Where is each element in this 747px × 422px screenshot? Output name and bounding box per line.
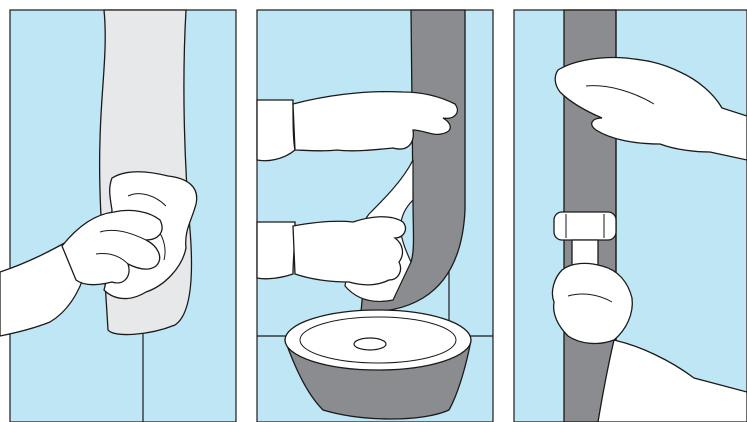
step-2-apply-tape-panel (253, 0, 498, 422)
tape-roll-core (354, 338, 386, 350)
step-3-press-tape-panel (510, 0, 747, 422)
wipe-illustration (0, 0, 241, 422)
step-1-wipe-panel (0, 0, 241, 422)
lower-gloved-hand (293, 217, 405, 285)
apply-tape-illustration (253, 0, 498, 422)
press-tape-illustration (510, 0, 747, 422)
lower-gloved-hand (552, 263, 632, 343)
roller-head (554, 212, 616, 240)
